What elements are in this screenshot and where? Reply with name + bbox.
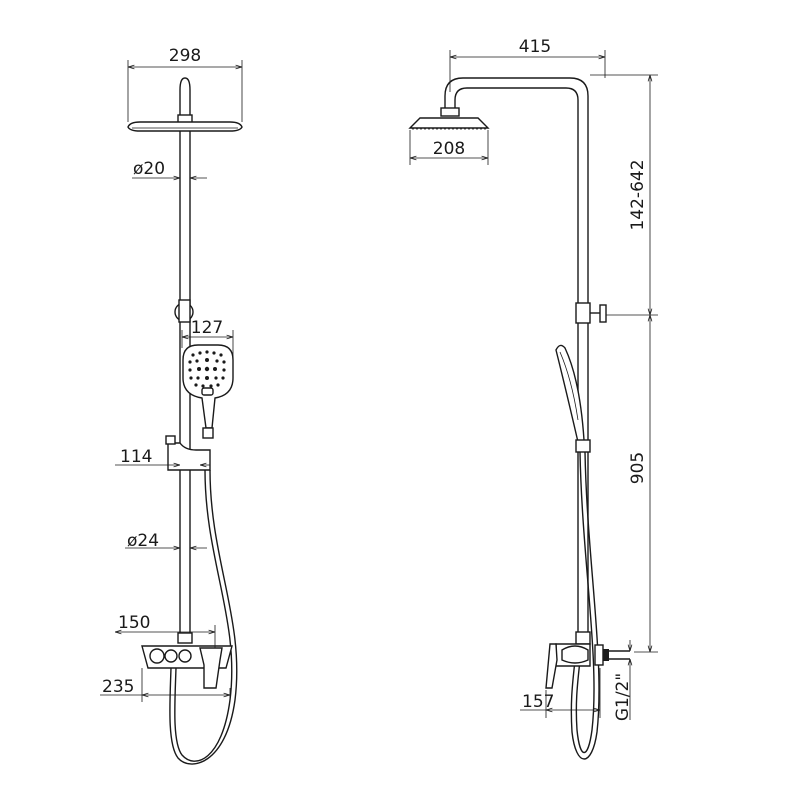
dim-mixer-depth: 150 [118,613,150,633]
dim-pipe-diameter-bottom: ø24 [127,531,159,551]
shower-hose [174,469,233,762]
dim-holder-offset: 114 [120,447,152,467]
shower-arm [179,77,191,118]
dim-mixer-width: 235 [102,677,134,697]
rain-shower-head [127,121,243,132]
side-rain-head [408,117,490,129]
side-mixer-lever [545,643,558,689]
mixer-lever [199,647,223,689]
dim-bar-height: 905 [628,452,648,484]
side-shower-arm [444,77,589,640]
spray-nozzles [188,350,226,388]
dim-head-width: 298 [169,46,201,66]
diverter-knob [149,648,165,664]
wall-bracket [599,304,607,323]
dim-head-diameter: 208 [433,139,465,159]
side-view: 415 208 142-642 905 157 G1/2" [408,37,658,760]
dim-mixer-projection: 157 [522,692,554,712]
dim-hand-shower-width: 127 [191,318,223,338]
dim-arm-reach: 415 [519,37,551,57]
dim-connection: G1/2" [613,673,633,721]
front-view: 298 ø20 127 114 ø24 150 235 [100,46,243,765]
side-hand-shower [555,344,585,443]
dim-height-adjust: 142-642 [628,159,648,230]
dim-pipe-diameter-top: ø20 [133,159,165,179]
hand-shower [182,344,234,429]
hand-shower-holder [167,442,211,471]
